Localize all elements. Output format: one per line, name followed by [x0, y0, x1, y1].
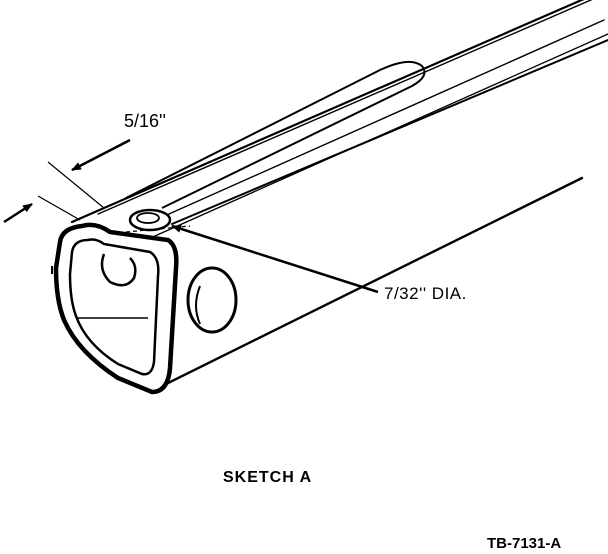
side-hole-inner: [195, 285, 201, 325]
tube-body-edges: [70, 0, 608, 390]
top-right-edge: [171, 39, 608, 225]
sketch-caption: SKETCH A: [223, 469, 313, 486]
far-hole-through-end: [100, 253, 137, 287]
end-inner-outline: [68, 238, 160, 376]
dimension-5-16: [3, 138, 131, 274]
top-left-edge: [70, 0, 585, 224]
dimension-label-hole-diameter: 7/32'' DIA.: [384, 284, 467, 303]
side-hole-outer: [186, 266, 238, 334]
dimension-label-5-16: 5/16'': [124, 111, 166, 131]
small-hole-inner: [136, 212, 160, 224]
bottom-edge: [156, 176, 584, 390]
top-slot: [125, 60, 426, 209]
leader-line: [171, 224, 379, 294]
top-inner-edge-2: [159, 19, 605, 219]
extension-line-lower: [37, 195, 81, 221]
dimension-arrow-left: [3, 202, 33, 224]
small-top-hole: [128, 208, 172, 232]
figure-id: TB-7131-A: [487, 535, 562, 552]
dimension-arrow-5-16: [71, 138, 131, 172]
extension-line-upper: [47, 161, 105, 209]
side-hole: [186, 266, 238, 334]
top-inner-edge-1: [97, 0, 593, 215]
side-ridge: [127, 33, 608, 249]
leader-7-32: [125, 224, 379, 294]
hole-center-line: [125, 225, 191, 233]
slot-outline: [125, 60, 426, 209]
tube-end: [53, 222, 179, 395]
